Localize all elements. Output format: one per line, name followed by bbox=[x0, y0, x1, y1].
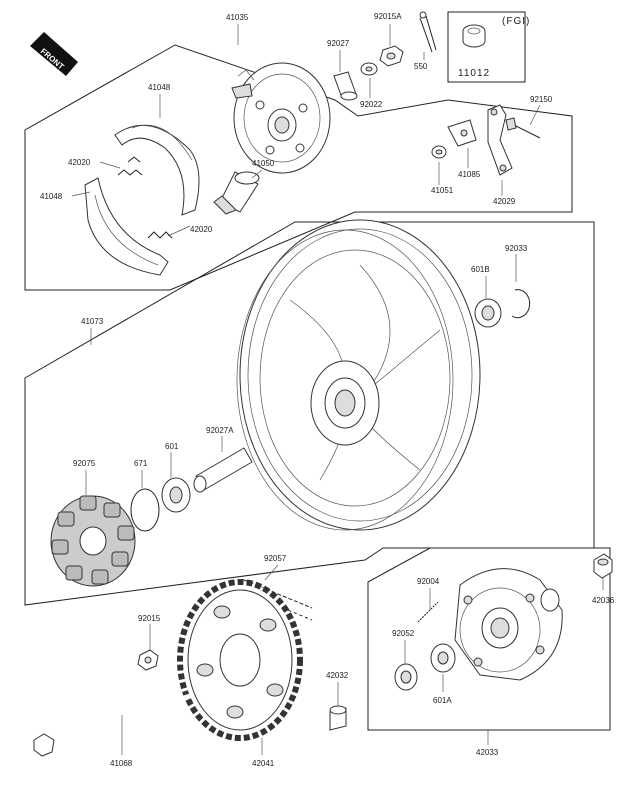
label-42033: 42033 bbox=[476, 748, 499, 757]
brake-shoe-lower bbox=[84, 177, 169, 276]
label-42029: 42029 bbox=[493, 197, 516, 206]
label-41085: 41085 bbox=[458, 170, 481, 179]
label-92027A: 92027A bbox=[206, 426, 234, 435]
nut-92015A bbox=[379, 45, 404, 67]
label-92027: 92027 bbox=[327, 39, 350, 48]
fgi-note: (FGI) bbox=[502, 16, 530, 27]
brake-panel-41035 bbox=[231, 62, 331, 174]
bracket-41085 bbox=[447, 119, 477, 147]
label-671: 671 bbox=[134, 459, 148, 468]
wheel-damper-92075 bbox=[50, 495, 136, 587]
bearing-601B bbox=[474, 298, 502, 328]
label-41073: 41073 bbox=[81, 317, 104, 326]
sprocket-hub-42033 bbox=[454, 568, 563, 681]
label-41035: 41035 bbox=[226, 13, 249, 22]
label-92015A: 92015A bbox=[374, 12, 402, 21]
nut-42036 bbox=[593, 553, 613, 579]
rear-wheel-41073 bbox=[236, 219, 481, 531]
label-92022: 92022 bbox=[360, 100, 383, 109]
brake-shoe-upper bbox=[114, 124, 200, 216]
label-92015: 92015 bbox=[138, 614, 161, 623]
torque-link-42029 bbox=[487, 104, 513, 176]
fgi-box: (FGI) 11012 bbox=[447, 11, 530, 83]
label-92150: 92150 bbox=[530, 95, 553, 104]
label-42041: 42041 bbox=[252, 759, 275, 768]
label-601B: 601B bbox=[471, 265, 490, 274]
label-601A: 601A bbox=[433, 696, 452, 705]
sprocket-42041 bbox=[177, 579, 303, 741]
spacer-92027A bbox=[193, 447, 253, 493]
label-41051: 41051 bbox=[431, 186, 454, 195]
label-601: 601 bbox=[165, 442, 179, 451]
o-ring-671 bbox=[130, 488, 160, 532]
label-11012: 11012 bbox=[458, 68, 490, 79]
spring-42020-lower bbox=[147, 231, 173, 239]
circlip-92033 bbox=[511, 289, 531, 319]
label-41048-upper: 41048 bbox=[148, 83, 171, 92]
washer-92022 bbox=[360, 62, 378, 76]
label-92004: 92004 bbox=[417, 577, 440, 586]
label-42020-lower: 42020 bbox=[190, 225, 213, 234]
bearing-601A bbox=[430, 643, 456, 673]
label-92052: 92052 bbox=[392, 629, 415, 638]
spring-42020-upper bbox=[117, 156, 143, 176]
front-arrow-icon: FRONT bbox=[30, 32, 78, 76]
label-41050: 41050 bbox=[252, 159, 275, 168]
label-41048-lower: 41048 bbox=[40, 192, 63, 201]
collar-42032 bbox=[329, 705, 347, 731]
label-92057: 92057 bbox=[264, 554, 287, 563]
leader-lines bbox=[71, 24, 604, 755]
collar-92027 bbox=[333, 71, 358, 101]
hub-group-outline bbox=[367, 547, 611, 731]
stud-92004 bbox=[417, 601, 439, 623]
label-92033: 92033 bbox=[505, 244, 528, 253]
collar-92052 bbox=[394, 663, 418, 691]
bearing-601 bbox=[161, 477, 191, 513]
brake-cam-41050 bbox=[213, 171, 260, 215]
label-41068: 41068 bbox=[110, 759, 133, 768]
bolt-92150 bbox=[505, 117, 541, 139]
label-92075: 92075 bbox=[73, 459, 96, 468]
label-42036: 42036 bbox=[592, 596, 615, 605]
washer-41051 bbox=[431, 145, 447, 159]
label-550: 550 bbox=[414, 62, 428, 71]
nut-92015 bbox=[137, 649, 159, 671]
axle-41068 bbox=[33, 693, 191, 757]
cotter-pin-550 bbox=[419, 11, 437, 53]
label-42020-upper: 42020 bbox=[68, 158, 91, 167]
label-42032: 42032 bbox=[326, 671, 349, 680]
